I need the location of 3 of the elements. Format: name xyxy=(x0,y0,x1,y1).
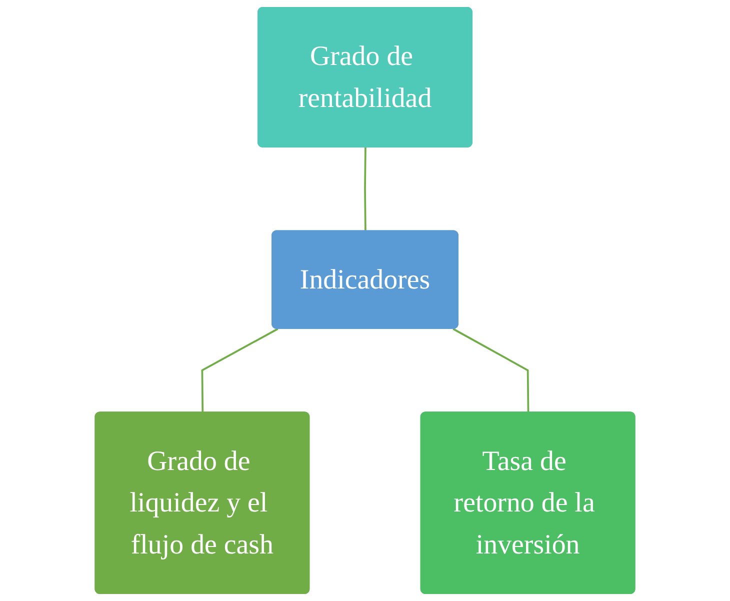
connector xyxy=(364,147,366,232)
connector xyxy=(452,328,530,413)
connector xyxy=(201,328,278,413)
